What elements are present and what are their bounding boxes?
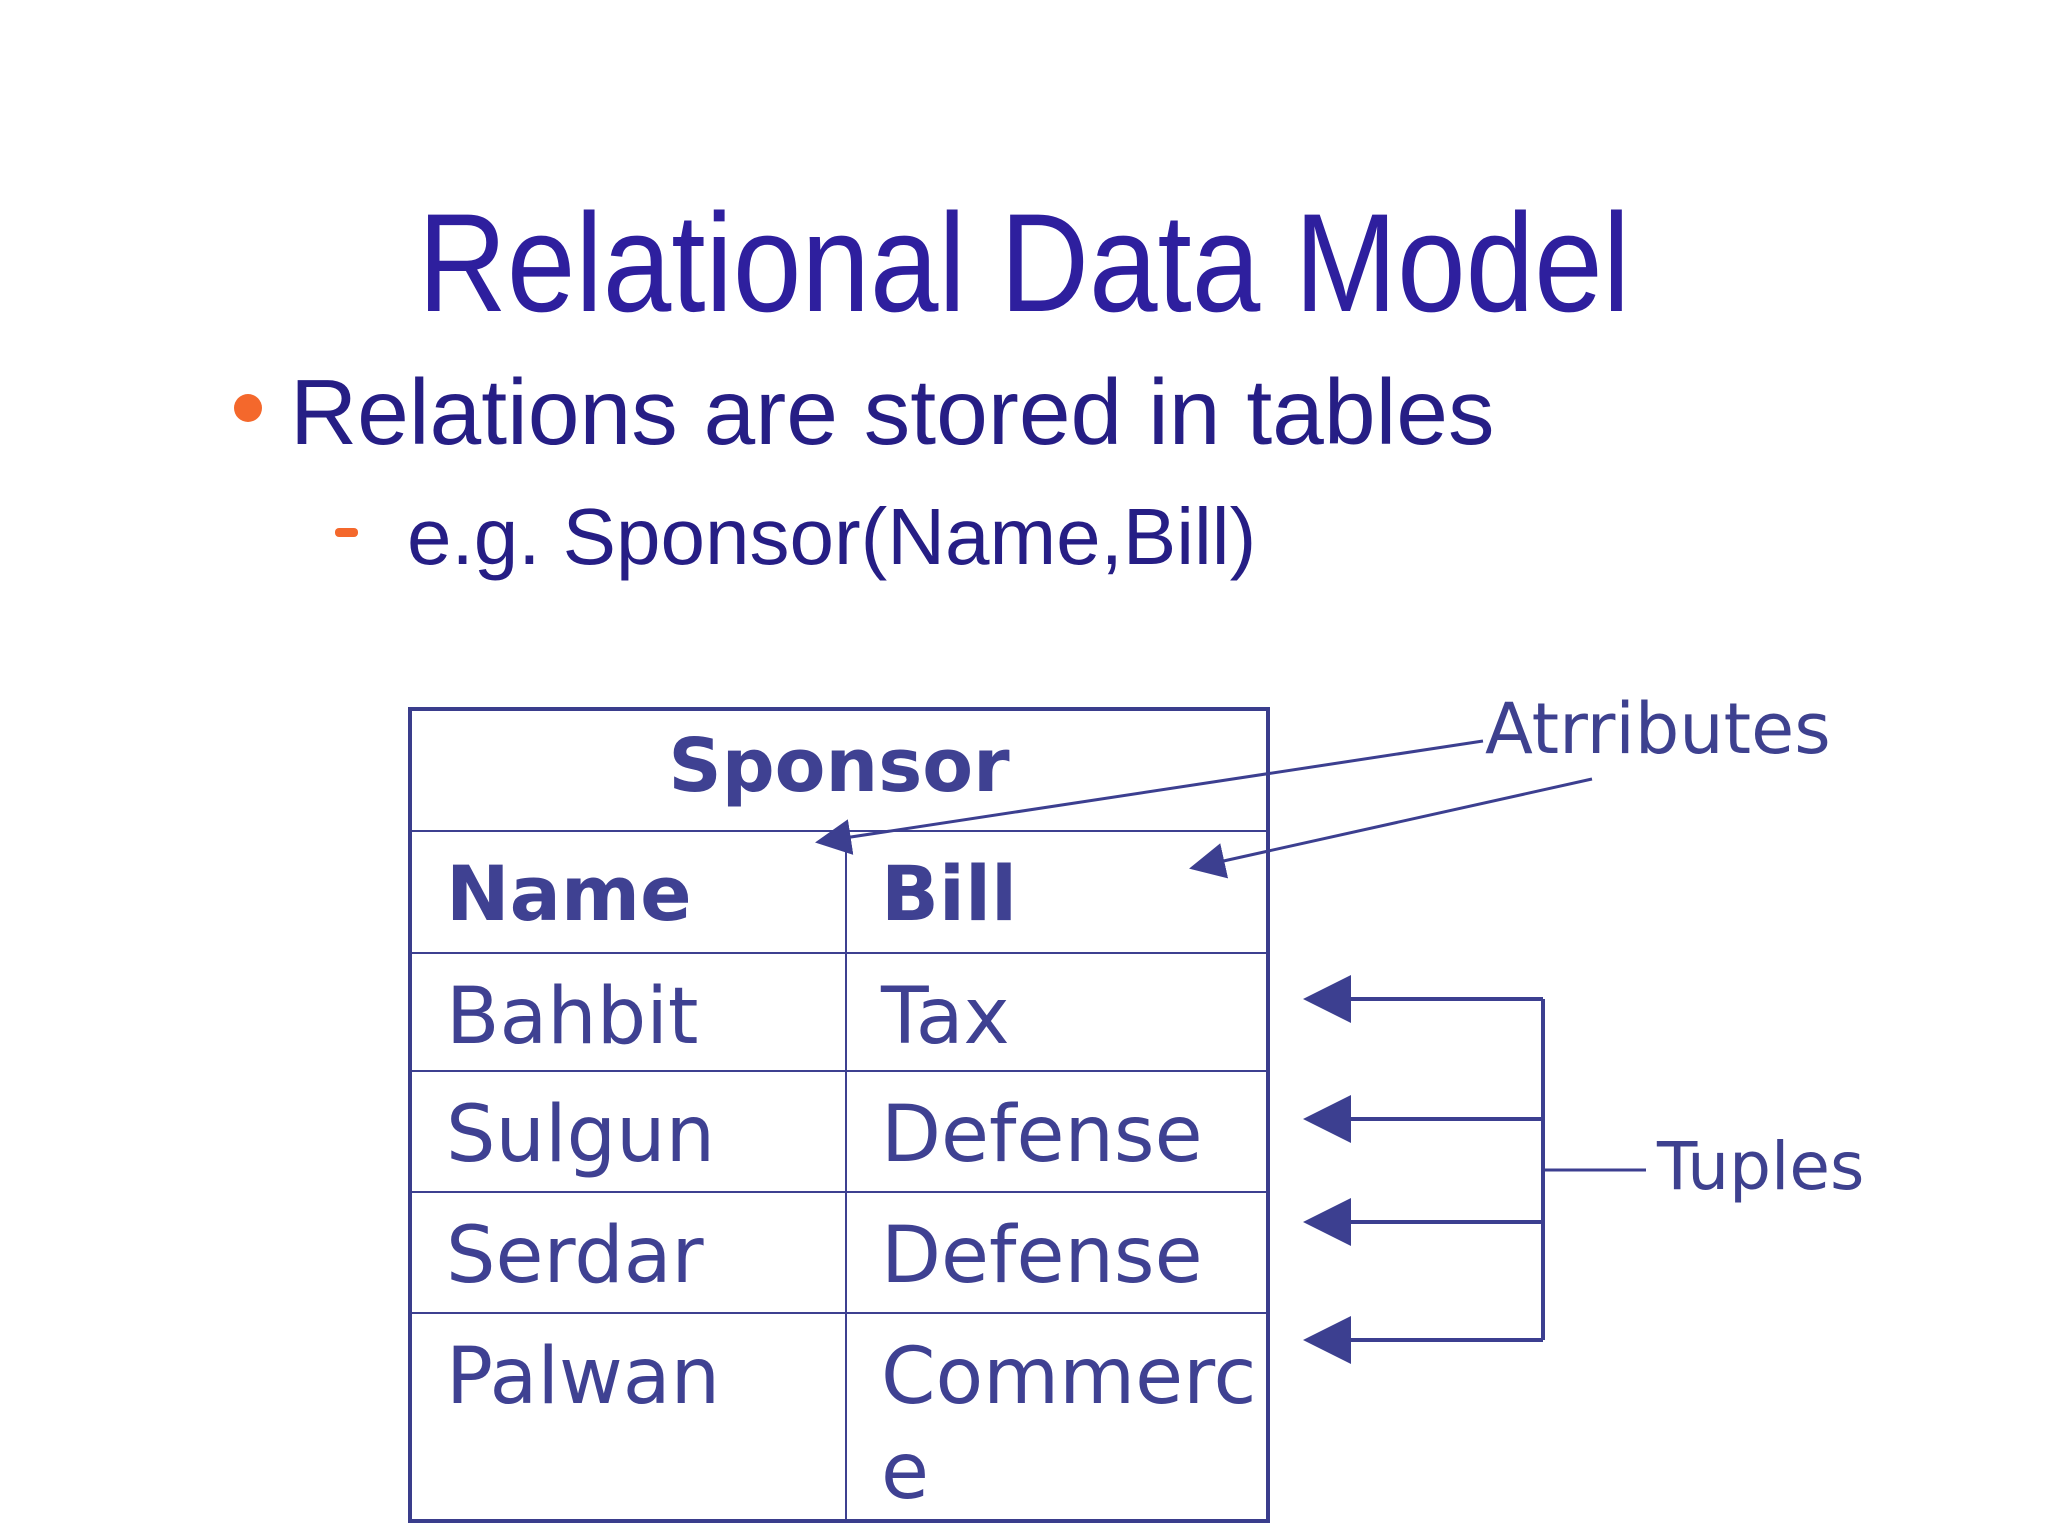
table-cell: Bahbit: [412, 952, 845, 1070]
slide-title: Relational Data Model: [417, 184, 1631, 341]
table-cell: Defense: [845, 1070, 1266, 1191]
attributes-arrow-bill: [1189, 777, 1593, 879]
table-cell: Defense: [845, 1191, 1266, 1312]
attributes-label: Atrributes: [1485, 688, 1831, 770]
column-header-name: Name: [412, 830, 845, 952]
column-header-bill: Bill: [845, 830, 1266, 952]
table-cell: Commerce: [845, 1312, 1266, 1519]
bullet-text: Relations are stored in tables: [290, 360, 1495, 464]
table-cell: Sulgun: [412, 1070, 845, 1191]
sub-bullet-text: e.g. Sponsor(Name,Bill): [407, 492, 1257, 581]
attributes-arrow-name: [815, 739, 1484, 855]
table-title: Sponsor: [668, 723, 1010, 809]
table-cell: Palwan: [412, 1312, 845, 1519]
tuples-label: Tuples: [1657, 1128, 1865, 1205]
bullet-dot-icon: [234, 394, 262, 422]
sub-bullet-dash-icon: [335, 528, 358, 537]
table-cell: Tax: [845, 952, 1266, 1070]
table-cell: Serdar: [412, 1191, 845, 1312]
